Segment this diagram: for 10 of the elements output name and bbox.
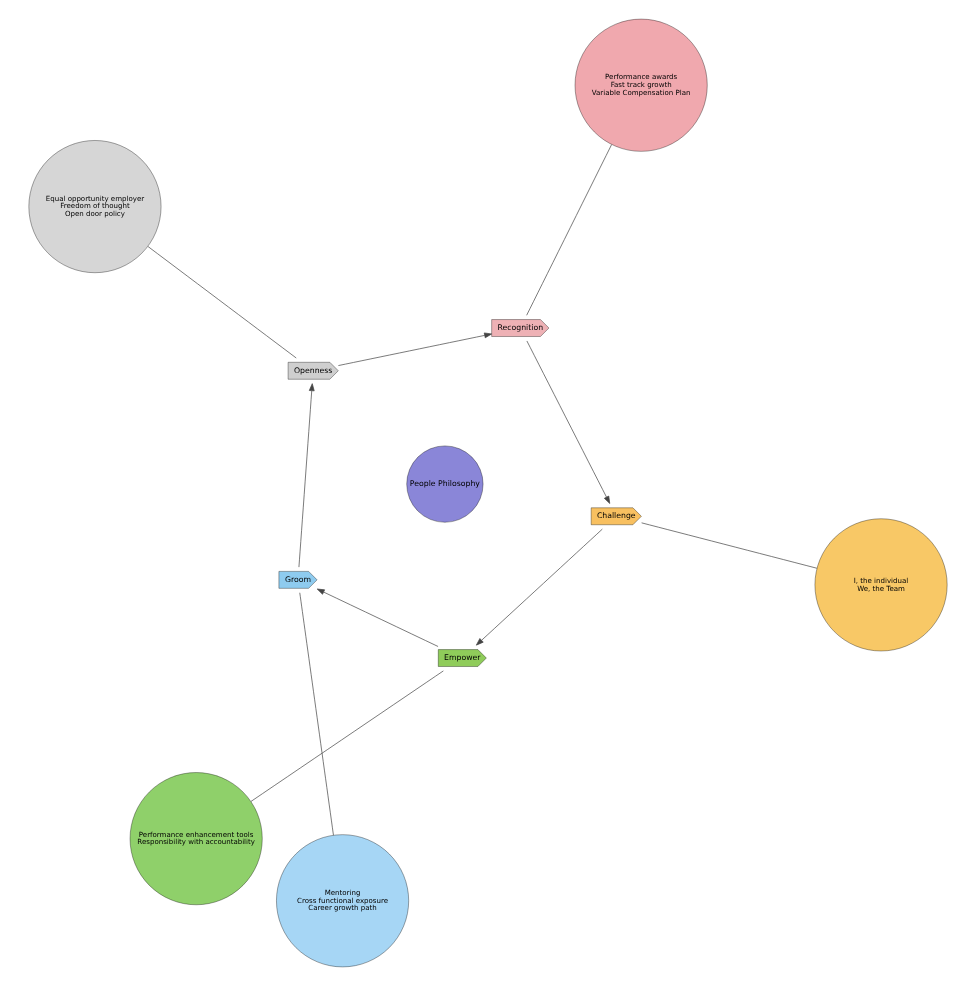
arrow bbox=[475, 528, 602, 646]
arrow bbox=[315, 588, 438, 647]
connector bbox=[249, 670, 443, 802]
arrow bbox=[525, 340, 610, 504]
connector bbox=[298, 592, 333, 836]
connector bbox=[146, 246, 296, 359]
connector bbox=[640, 522, 817, 569]
connector bbox=[525, 144, 611, 316]
arrow bbox=[297, 383, 314, 568]
arrow bbox=[337, 332, 491, 366]
